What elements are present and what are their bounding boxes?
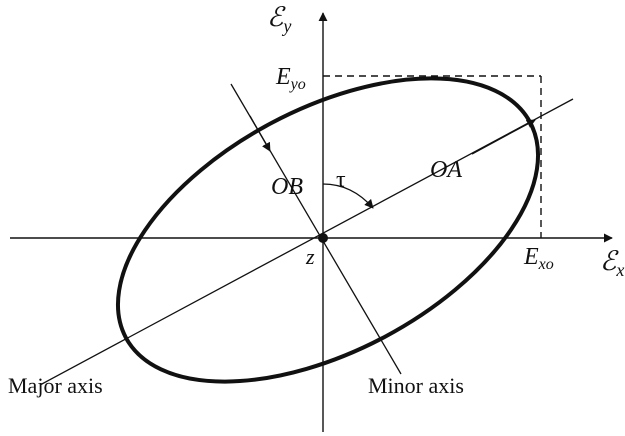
major-axis-line	[39, 98, 574, 386]
eyo-label: Eyo	[275, 64, 306, 93]
major-axis-label: Major axis	[8, 373, 103, 398]
oa-label: OA	[430, 157, 462, 183]
ey-axis-label: ℰy	[267, 2, 291, 36]
exo-main: E	[523, 244, 539, 270]
ey-axis-subscript: y	[281, 16, 291, 36]
ex-axis-label: ℰx	[600, 246, 624, 280]
exo-label: Exo	[523, 244, 554, 273]
exo-subscript: xo	[538, 256, 554, 273]
ex-axis-subscript: x	[615, 260, 624, 280]
z-label: z	[305, 244, 315, 269]
dashed-bounds	[323, 75, 542, 238]
ob-label: OB	[271, 174, 303, 200]
eyo-subscript: yo	[289, 76, 306, 93]
tau-label: τ	[336, 167, 346, 193]
origin-dot	[318, 233, 328, 243]
tau-arc	[322, 183, 374, 209]
ob-arrow	[249, 115, 271, 152]
polarization-ellipse	[115, 76, 541, 384]
oa-arrow	[471, 119, 536, 155]
ex-axis-script: ℰ	[600, 246, 619, 276]
eyo-main: E	[275, 64, 291, 90]
ey-axis-script: ℰ	[267, 2, 286, 32]
minor-axis-label: Minor axis	[368, 373, 464, 398]
